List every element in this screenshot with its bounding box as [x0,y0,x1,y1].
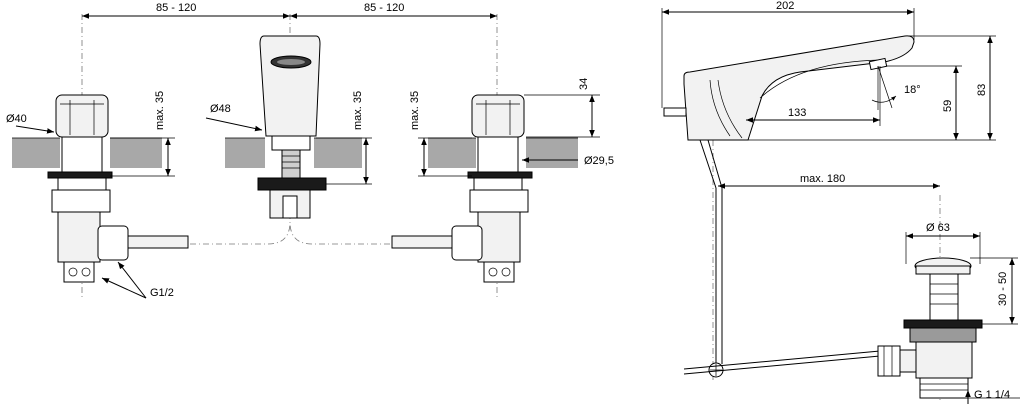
side-drain [877,257,983,399]
dim-max35-center: max. 35 [352,91,364,130]
countertop-center [225,137,362,168]
dim-max35-left: max. 35 [154,91,166,130]
dim-d40: Ø40 [6,113,27,125]
dim-max180: max. 180 [800,173,845,185]
dim-83: 83 [976,84,988,96]
dim-85-120-left: 85 - 120 [156,2,196,14]
right-valve [391,94,533,283]
dim-d29-5: Ø29,5 [584,155,614,167]
dim-max35-right: max. 35 [409,91,421,130]
dim-g1-1-4: G 1 1/4 [974,389,1010,401]
dim-d63: Ø 63 [926,222,950,234]
dim-30-50: 30 - 50 [997,272,1009,306]
dimension-lines-front [15,13,600,299]
left-valve [47,94,189,283]
dimension-labels-front: 85 - 120 85 - 120 Ø40 Ø48 max. 35 max. 3… [6,2,614,299]
center-spout [257,35,327,219]
dimension-lines-side [661,8,1020,404]
dim-34: 34 [578,78,590,90]
dim-59: 59 [942,100,954,112]
dimension-labels-side: 202 18° 133 59 83 max. 180 Ø 63 30 - 50 … [776,0,1010,401]
side-spout [663,35,915,378]
dim-133: 133 [788,107,806,119]
countertop-left [12,137,162,168]
dim-85-120-right: 85 - 120 [364,2,404,14]
dim-d48: Ø48 [210,103,231,115]
dim-g1-2: G1/2 [150,287,174,299]
dim-18deg: 18° [904,84,921,96]
dim-202: 202 [776,0,794,12]
